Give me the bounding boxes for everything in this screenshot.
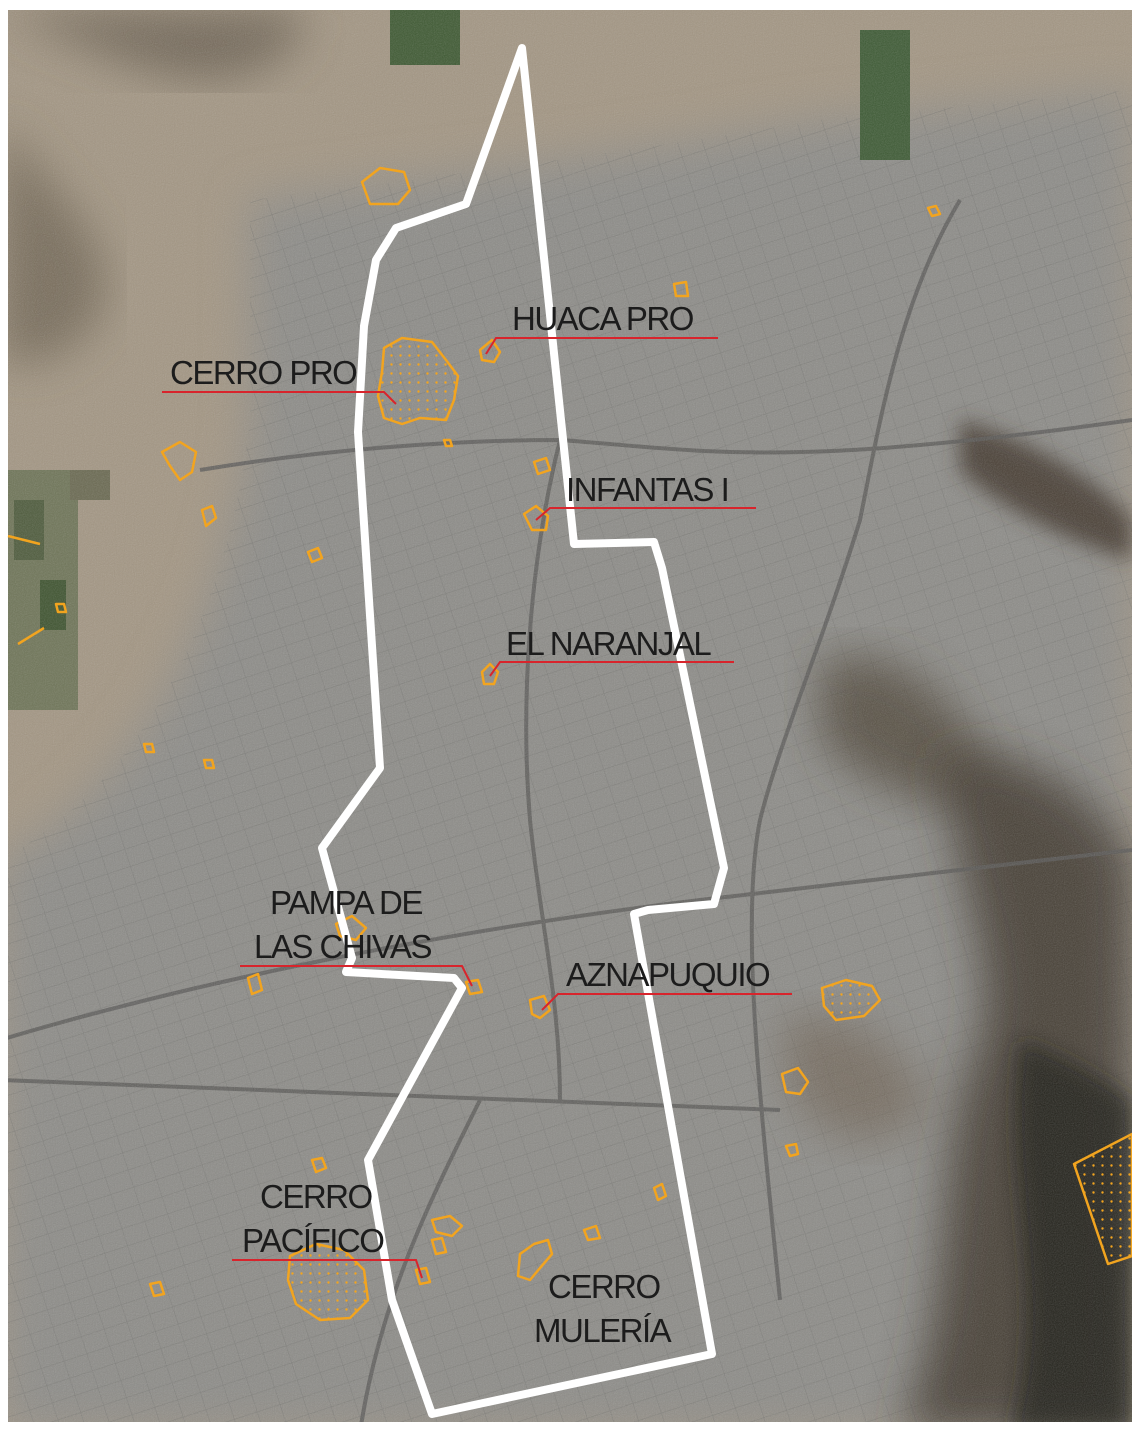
- label-aznapuquio: AZNAPUQUIO: [566, 956, 770, 993]
- site-west-edge-1: [7, 534, 41, 546]
- site-cerro-pacifico: [286, 1242, 370, 1322]
- label-cerro-pro: CERRO PRO: [170, 354, 357, 391]
- label-pampa-de-las-chivas-line1: PAMPA DE: [270, 884, 422, 921]
- site-aznapuquio: [528, 994, 552, 1020]
- leader-lines: [162, 337, 792, 1279]
- archaeological-sites: [7, 166, 1132, 1322]
- site-small-13: [414, 1266, 432, 1286]
- leader-aznapuquio: [541, 993, 792, 1011]
- site-small-16: [54, 602, 68, 614]
- site-west-1: [160, 440, 198, 482]
- site-small-2: [672, 280, 690, 298]
- site-small-8: [784, 1142, 800, 1158]
- label-cerro-pacifico-line2: PACÍFICO: [242, 1222, 384, 1259]
- site-pampa-de-las-chivas: [334, 914, 368, 942]
- leader-cerro-pacifico: [232, 1259, 423, 1279]
- site-west-edge-2: [17, 626, 45, 646]
- site-small-18: [202, 758, 216, 770]
- site-cerro-pro: [376, 336, 460, 426]
- site-small-7: [464, 978, 484, 996]
- site-cerro-muleria: [516, 1238, 554, 1282]
- site-small-6: [246, 972, 264, 996]
- label-cerro-muleria-line1: CERRO: [548, 1268, 661, 1305]
- site-small-5: [200, 504, 218, 528]
- site-el-naranjal: [480, 662, 500, 686]
- site-east-block: [1072, 1132, 1132, 1266]
- site-east-2: [780, 1066, 810, 1096]
- site-small-11: [430, 1214, 464, 1238]
- label-huaca-pro: HUACA PRO: [512, 300, 694, 337]
- site-small-4: [306, 546, 324, 564]
- leader-infantas-i: [535, 507, 756, 521]
- leader-cerro-pro: [162, 391, 397, 405]
- site-small-10: [652, 1182, 668, 1202]
- site-labels: HUACA PRO CERRO PRO INFANTAS I EL NARANJ…: [170, 300, 772, 1349]
- leader-pampa-de-las-chivas: [240, 965, 473, 987]
- site-east-1: [820, 978, 882, 1022]
- label-cerro-pacifico-line1: CERRO: [260, 1178, 373, 1215]
- site-small-15: [148, 1280, 166, 1298]
- site-huaca-pro: [478, 338, 502, 364]
- label-cerro-muleria-line2: MULERÍA: [534, 1312, 672, 1349]
- label-infantas-i: INFANTAS I: [566, 471, 728, 508]
- site-small-19: [442, 438, 454, 448]
- site-small-17: [142, 742, 156, 754]
- site-small-14: [582, 1224, 602, 1242]
- site-small-9: [310, 1156, 328, 1174]
- site-small-12: [430, 1236, 448, 1256]
- label-el-naranjal: EL NARANJAL: [506, 625, 711, 662]
- leader-el-naranjal: [489, 661, 734, 677]
- site-small-1: [532, 456, 552, 476]
- leader-huaca-pro: [485, 337, 718, 355]
- site-small-3: [926, 204, 942, 218]
- site-northwest: [360, 166, 412, 206]
- study-area-boundary: [318, 44, 728, 1418]
- label-pampa-de-las-chivas-line2: LAS CHIVAS: [254, 928, 431, 965]
- site-infantas-i: [522, 504, 550, 532]
